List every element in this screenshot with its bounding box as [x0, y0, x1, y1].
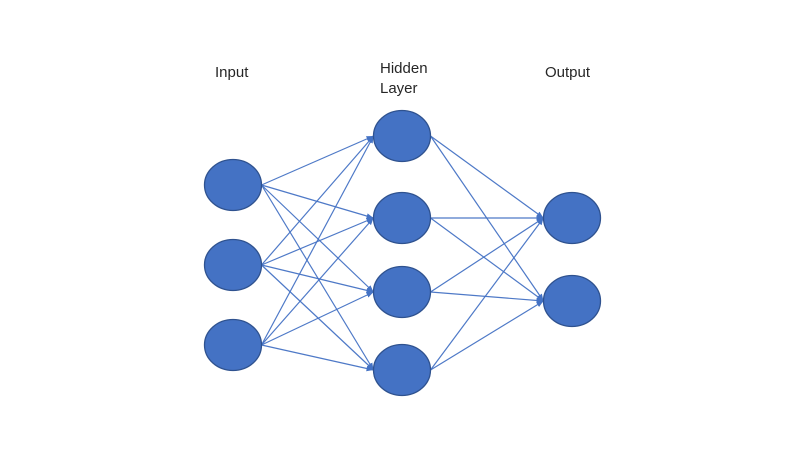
nodes-group	[203, 109, 602, 397]
edge-hidden3-output2	[430, 291, 544, 304]
edge-hidden4-output2	[430, 300, 544, 371]
hidden-node-3	[372, 265, 432, 319]
edge-input2-hidden1	[261, 135, 374, 266]
edge-input1-hidden4	[260, 184, 375, 371]
input-layer-label: Input	[215, 64, 249, 81]
input-node-2	[203, 238, 263, 292]
edge-input2-hidden4	[261, 264, 374, 371]
hidden-node-4	[372, 343, 432, 397]
edge-input3-hidden4	[261, 344, 374, 372]
hidden-node-1	[372, 109, 432, 163]
edge-input1-hidden1	[261, 135, 374, 186]
edge-hidden3-output1	[430, 217, 544, 293]
output-node-1	[542, 191, 602, 245]
edge-input1-hidden2	[261, 184, 374, 219]
hidden-node-2	[372, 191, 432, 245]
input-node-1	[203, 158, 263, 212]
edge-input2-hidden3	[261, 264, 374, 294]
edge-input3-hidden2	[261, 217, 374, 346]
hidden-layer-label-line2: Layer	[380, 80, 418, 97]
edge-input3-hidden3	[261, 291, 374, 346]
edge-input3-hidden1	[260, 135, 375, 346]
output-node-2	[542, 274, 602, 328]
edge-input1-hidden3	[261, 184, 374, 293]
output-layer-label: Output	[545, 64, 591, 81]
input-node-3	[203, 318, 263, 372]
edge-hidden4-output1	[430, 217, 544, 371]
hidden-layer-label: Hidden Layer	[380, 59, 428, 99]
edge-hidden1-output1	[430, 135, 544, 219]
edge-hidden2-output2	[430, 217, 544, 302]
edges-group	[260, 135, 544, 372]
hidden-layer-label-line1: Hidden	[380, 60, 428, 77]
